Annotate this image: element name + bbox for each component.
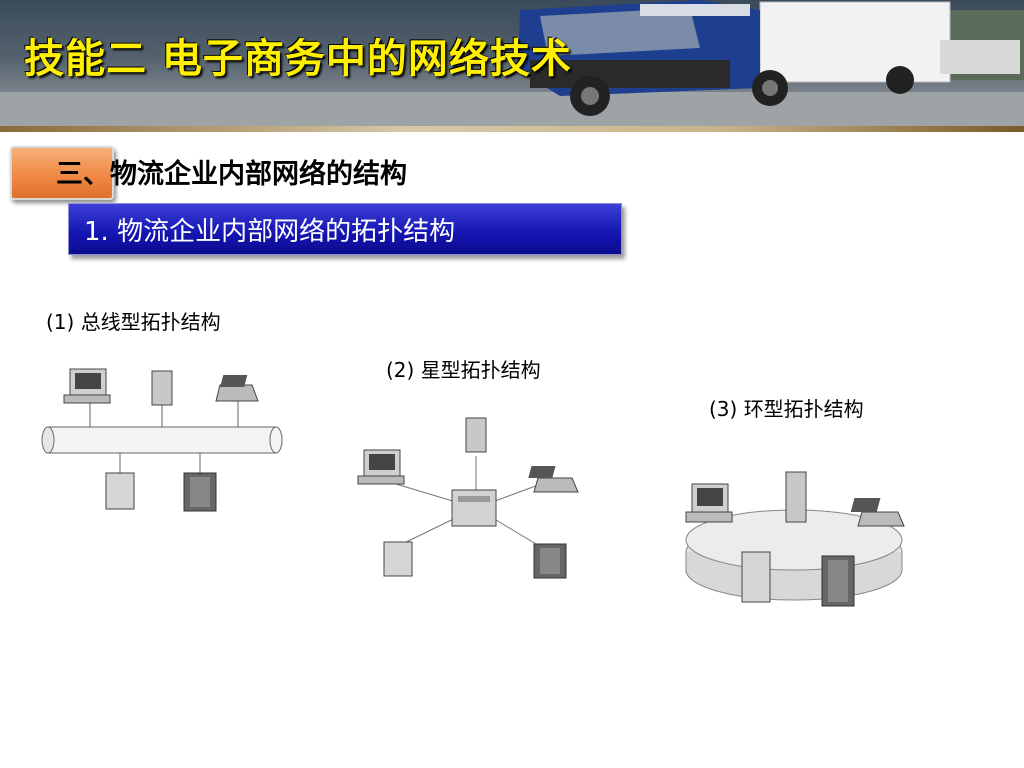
banner-divider	[0, 126, 1024, 132]
section-badge	[10, 146, 114, 200]
star-topology-label: (2) 星型拓扑结构	[386, 358, 541, 382]
ring-topology-icon	[685, 471, 905, 607]
section-heading: 三、物流企业内部网络的结构	[56, 159, 407, 190]
subsection-bar	[68, 203, 622, 255]
ring-topology-label: (3) 环型拓扑结构	[709, 397, 864, 421]
truck-image	[0, 0, 1024, 132]
header-banner: 技能二 电子商务中的网络技术	[0, 0, 1024, 132]
star-topology-icon	[357, 417, 579, 579]
subsection-heading: 1. 物流企业内部网络的拓扑结构	[84, 217, 456, 247]
bus-topology-icon	[41, 368, 283, 512]
page-title: 技能二 电子商务中的网络技术	[24, 36, 572, 82]
bus-topology-label: (1) 总线型拓扑结构	[46, 310, 221, 334]
